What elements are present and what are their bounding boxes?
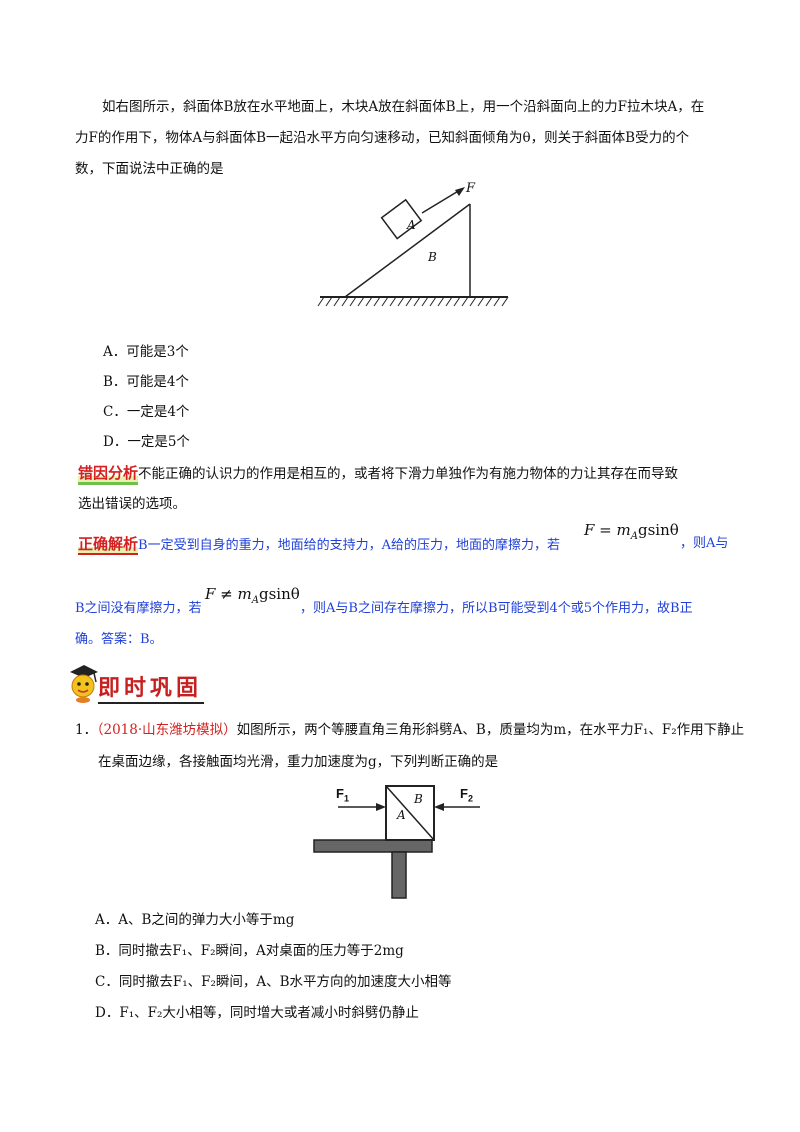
q1-option-c: C．同时撤去F₁、F₂瞬间，A、B水平方向的加速度大小相等 xyxy=(95,974,452,990)
option-a: A．可能是3个 xyxy=(103,344,189,360)
figure2-label-F2: F2 xyxy=(460,786,473,804)
q1-source: （2018·山东潍坊模拟） xyxy=(90,722,237,738)
figure1-label-F: F xyxy=(466,181,476,196)
option-c: C．一定是4个 xyxy=(103,404,190,420)
incline-figure xyxy=(317,187,509,307)
option-b: B．可能是4个 xyxy=(103,374,190,390)
correct-analysis-tag: 正确解析 xyxy=(78,535,139,555)
figure2-label-B: B xyxy=(414,792,423,806)
figure2-label-F1: F1 xyxy=(336,786,349,804)
option-d: D．一定是5个 xyxy=(103,434,190,450)
intro-line-3: 数，下面说法中正确的是 xyxy=(75,161,224,177)
q1-stem: 如图所示，两个等腰直角三角形斜劈A、B，质量均为m，在水平力F₁、F₂作用下静止 xyxy=(236,722,745,738)
correct-analysis-line2b: ，则A与B之间存在摩擦力，所以B可能受到4个或5个作用力，故B正 xyxy=(300,601,693,616)
figure2-label-A: A xyxy=(397,808,406,822)
q1-line2: 在桌面边缘，各接触面均光滑，重力加速度为g，下列判断正确的是 xyxy=(98,754,499,770)
intro-line-2: 力F的作用下，物体A与斜面体B一起沿水平方向匀速移动，已知斜面倾角为θ，则关于斜… xyxy=(75,130,690,146)
correct-analysis-line2a: B之间没有摩擦力，若 xyxy=(75,601,202,616)
q1-option-a: A．A、B之间的弹力大小等于mg xyxy=(95,912,295,928)
correct-analysis-line1a: B一定受到自身的重力，地面给的支持力，A给的压力，地面的摩擦力，若 xyxy=(138,538,560,553)
wedges-figure xyxy=(313,785,480,899)
correct-analysis-line1b: ，则A与 xyxy=(680,536,729,551)
mascot-icon xyxy=(70,665,98,703)
formula-not-equal: F ≠ mAgsinθ xyxy=(205,585,300,606)
formula-equal: F = mAgsinθ xyxy=(584,521,679,542)
section-title: 即时巩固 xyxy=(98,670,205,704)
figure1-label-B: B xyxy=(428,250,437,264)
q1-line1: （2018·山东潍坊模拟）如图所示，两个等腰直角三角形斜劈A、B，质量均为m，在… xyxy=(90,718,744,738)
figure1-label-A: A xyxy=(407,218,416,232)
q1-option-b: B．同时撤去F₁、F₂瞬间，A对桌面的压力等于2mg xyxy=(95,943,404,959)
intro-line-1: 如右图所示，斜面体B放在水平地面上，木块A放在斜面体B上，用一个沿斜面向上的力F… xyxy=(102,99,705,115)
error-analysis: 错因分析不能正确的认识力的作用是相互的，或者将下滑力单独作为有施力物体的力让其存… xyxy=(78,458,738,490)
error-analysis-line2: 选出错误的选项。 xyxy=(78,496,186,512)
correct-analysis-line3: 确。答案：B。 xyxy=(75,632,163,647)
correct-analysis: 正确解析B一定受到自身的重力，地面给的支持力，A给的压力，地面的摩擦力，若 xyxy=(78,530,738,560)
error-analysis-line1: 不能正确的认识力的作用是相互的，或者将下滑力单独作为有施力物体的力让其存在而导致 xyxy=(138,466,679,482)
q1-option-d: D．F₁、F₂大小相等，同时增大或者减小时斜劈仍静止 xyxy=(95,1005,419,1021)
error-analysis-tag: 错因分析 xyxy=(78,464,139,485)
intro-paragraph: 如右图所示，斜面体B放在水平地面上，木块A放在斜面体B上，用一个沿斜面向上的力F… xyxy=(75,92,735,123)
q1-number: 1． xyxy=(75,722,98,738)
